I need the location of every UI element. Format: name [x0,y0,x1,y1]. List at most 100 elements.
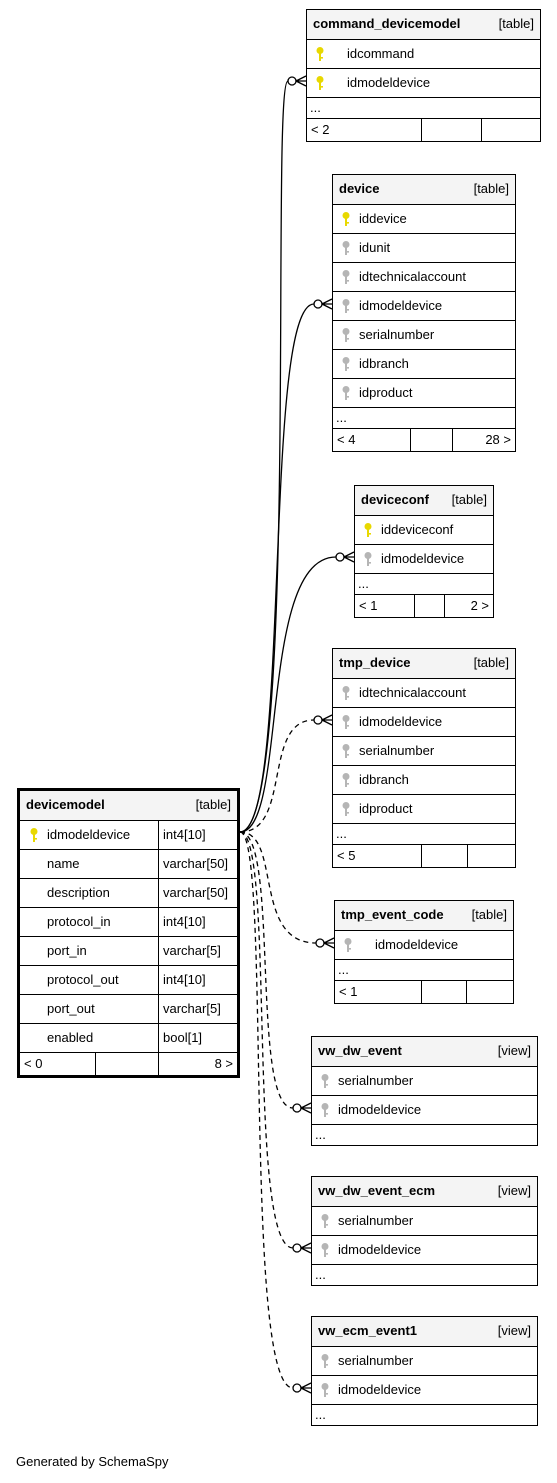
column-row: idmodeldevice [335,930,513,959]
table-tmp-device[interactable]: tmp_device [table] idtechnicalaccount id… [332,648,516,868]
more-columns: ... [355,573,493,594]
column-row: serialnumber [312,1346,537,1375]
column-name: enabled [47,1030,94,1045]
more-columns: ... [307,97,540,118]
primary-key-icon [315,46,325,62]
table-vw-ecm-event1[interactable]: vw_ecm_event1 [view] serialnumber idmode… [311,1316,538,1426]
table-header: tmp_device [table] [333,649,515,678]
child-count: 2 > [470,598,489,613]
more-columns: ... [312,1404,537,1425]
table-vw-dw-event[interactable]: vw_dw_event [view] serialnumber idmodeld… [311,1036,538,1146]
column-row: idmodeldevice [355,544,493,573]
crows-foot [295,75,307,87]
column-row: idproduct [333,794,515,823]
table-device[interactable]: device [table] iddevice idunit idtechnic… [332,174,516,452]
column-row: protocol_out int4[10] [20,965,237,994]
column-row: port_in varchar[5] [20,936,237,965]
column-row: name varchar[50] [20,849,237,878]
table-name: deviceconf [361,492,429,507]
table-name: device [339,181,380,196]
child-count: 8 > [214,1056,233,1071]
table-footer: < 5 [333,844,515,867]
column-row: idmodeldevice [307,68,540,97]
column-type: varchar[50] [163,856,229,871]
column-row: serialnumber [312,1066,537,1095]
column-row: iddeviceconf [355,515,493,544]
table-name: vw_ecm_event1 [318,1323,418,1338]
column-name: iddevice [359,211,407,226]
relationship-line [239,831,317,944]
table-header: vw_dw_event_ecm [view] [312,1177,537,1206]
table-kind: [table] [471,907,507,922]
column-type: varchar[5] [163,1001,221,1016]
table-vw-dw-event-ecm[interactable]: vw_dw_event_ecm [view] serialnumber idmo… [311,1176,538,1286]
table-command-devicemodel[interactable]: command_devicemodel [table] idcommand id… [306,9,541,142]
column-name: idbranch [359,772,409,787]
column-name: idmodeldevice [338,1242,422,1257]
table-kind: [table] [473,181,509,196]
column-name: idmodeldevice [381,551,465,566]
column-row: idmodeldevice int4[10] [20,820,237,849]
column-name: serialnumber [338,1353,414,1368]
column-name: idmodeldevice [359,298,443,313]
table-name: tmp_device [339,655,411,670]
column-name: idmodeldevice [338,1382,422,1397]
table-deviceconf[interactable]: deviceconf [table] iddeviceconf idmodeld… [354,485,494,618]
column-row: idmodeldevice [312,1095,537,1124]
column-type: int4[10] [163,972,206,987]
column-name: port_out [47,1001,95,1016]
crows-foot [321,714,333,726]
table-kind: [table] [451,492,487,507]
foreign-key-icon [320,1382,330,1398]
optional-circle [315,938,325,948]
crows-foot [300,1242,312,1254]
column-row: idtechnicalaccount [333,262,515,291]
foreign-key-icon [320,1213,330,1229]
table-devicemodel[interactable]: devicemodel [table] idmodeldevice int4[1… [17,788,240,1078]
crows-foot [323,937,335,949]
relationship-line [239,80,289,833]
column-name: serialnumber [359,327,435,342]
foreign-key-icon [341,269,351,285]
table-name: tmp_event_code [341,907,444,922]
table-header: vw_ecm_event1 [view] [312,1317,537,1346]
column-name: name [47,856,80,871]
primary-key-icon [29,827,39,843]
parent-count: < 1 [359,598,378,613]
table-kind: [view] [497,1043,531,1058]
column-row: serialnumber [312,1206,537,1235]
column-name: idmodeldevice [338,1102,422,1117]
column-row: idbranch [333,765,515,794]
relationship-line [239,831,294,1109]
table-header: devicemodel [table] [20,791,237,820]
column-type: int4[10] [163,914,206,929]
column-row: idmodeldevice [312,1235,537,1264]
column-name: idmodeldevice [359,714,443,729]
column-row: enabled bool[1] [20,1023,237,1052]
table-header: command_devicemodel [table] [307,10,540,39]
optional-circle [313,299,323,309]
column-type: bool[1] [163,1030,203,1045]
crows-foot [300,1102,312,1114]
column-name: idmodeldevice [375,937,459,952]
foreign-key-icon [341,298,351,314]
table-header: vw_dw_event [view] [312,1037,537,1066]
relationship-line [239,831,294,1249]
optional-circle [335,552,345,562]
parent-count: < 0 [24,1056,43,1071]
optional-circle [292,1383,302,1393]
foreign-key-icon [341,385,351,401]
crows-foot [321,298,333,310]
relationship-line [239,556,337,833]
parent-count: < 4 [337,432,356,447]
table-tmp-event-code[interactable]: tmp_event_code [table] idmodeldevice ...… [334,900,514,1004]
column-name: description [47,885,110,900]
table-name: command_devicemodel [313,16,461,31]
column-row: idmodeldevice [333,291,515,320]
parent-count: < 1 [339,984,358,999]
column-row: idmodeldevice [333,707,515,736]
column-name: idmodeldevice [47,827,131,842]
table-footer: < 4 28 > [333,428,515,451]
table-footer: < 1 2 > [355,594,493,617]
column-name: serialnumber [359,743,435,758]
